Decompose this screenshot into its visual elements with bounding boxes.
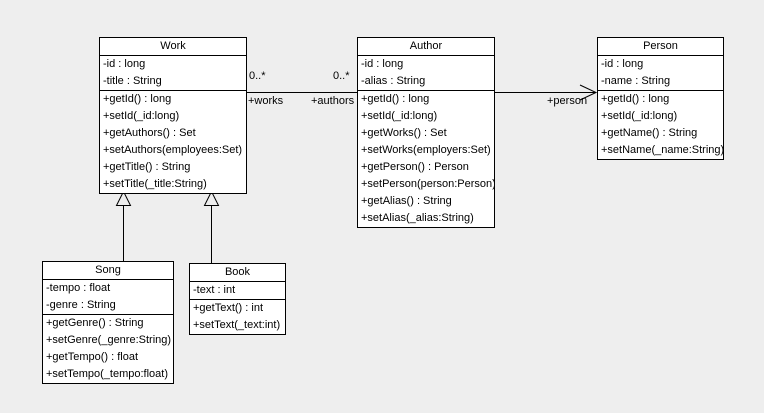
method: +getGenre() : String: [46, 317, 144, 329]
open-arrowhead-icon: [579, 84, 598, 101]
method: +getId() : long: [361, 93, 430, 105]
method: +getTitle() : String: [103, 161, 191, 173]
method: +getText() : int: [193, 302, 264, 314]
method: +getPerson() : Person: [361, 161, 469, 173]
multiplicity-label-author-end: 0..*: [333, 70, 350, 82]
class-book[interactable]: Book -text : int +getText() : int +setTe…: [189, 263, 286, 335]
method: +setTempo(_tempo:float): [46, 368, 168, 380]
class-book-methods: +getText() : int +setText(_text:int): [190, 300, 285, 334]
method: +setName(_name:String): [601, 144, 723, 156]
class-author-methods: +getId() : long +setId(_id:long) +getWor…: [358, 91, 494, 227]
class-book-attributes: -text : int: [190, 282, 285, 300]
class-person-attributes: -id : long -name : String: [598, 56, 723, 91]
method: +setGenre(_genre:String): [46, 334, 172, 346]
method: +getId() : long: [601, 93, 670, 105]
method: +setText(_text:int): [193, 319, 281, 331]
generalization-song-work[interactable]: [115, 190, 132, 262]
attribute: -title : String: [103, 75, 162, 87]
method: +getTempo() : float: [46, 351, 139, 363]
multiplicity-label-work-end: 0..*: [249, 70, 266, 82]
attribute: -id : long: [103, 58, 146, 70]
class-work[interactable]: Work -id : long -title : String +getId()…: [99, 37, 247, 194]
role-label-person: +person: [547, 95, 588, 107]
method: +getAlias() : String: [361, 195, 452, 207]
attribute: -alias : String: [361, 75, 426, 87]
attribute: -genre : String: [46, 299, 116, 311]
class-person-methods: +getId() : long +setId(_id:long) +getNam…: [598, 91, 723, 159]
method: +setPerson(person:Person): [361, 178, 494, 190]
class-song-title: Song: [43, 262, 173, 280]
method: +setAlias(_alias:String): [361, 212, 474, 224]
class-work-methods: +getId() : long +setId(_id:long) +getAut…: [100, 91, 246, 193]
method: +setId(_id:long): [103, 110, 180, 122]
method: +setId(_id:long): [601, 110, 678, 122]
method: +getName() : String: [601, 127, 698, 139]
class-person[interactable]: Person -id : long -name : String +getId(…: [597, 37, 724, 160]
class-person-title: Person: [598, 38, 723, 56]
method: +setWorks(employers:Set): [361, 144, 491, 156]
class-work-attributes: -id : long -title : String: [100, 56, 246, 91]
class-song[interactable]: Song -tempo : float -genre : String +get…: [42, 261, 174, 384]
method: +setTitle(_title:String): [103, 178, 207, 190]
attribute: -tempo : float: [46, 282, 111, 294]
association-author-person[interactable]: [495, 84, 598, 101]
class-song-attributes: -tempo : float -genre : String: [43, 280, 173, 315]
method: +getWorks() : Set: [361, 127, 447, 139]
attribute: -name : String: [601, 75, 671, 87]
class-author-attributes: -id : long -alias : String: [358, 56, 494, 91]
generalization-book-work[interactable]: [203, 190, 220, 264]
attribute: -text : int: [193, 284, 236, 296]
role-label-works: +works: [248, 95, 284, 107]
method: +setAuthors(employees:Set): [103, 144, 243, 156]
role-label-authors: +authors: [311, 95, 355, 107]
class-author[interactable]: Author -id : long -alias : String +getId…: [357, 37, 495, 228]
method: +getAuthors() : Set: [103, 127, 196, 139]
class-author-title: Author: [358, 38, 494, 56]
method: +getId() : long: [103, 93, 172, 105]
class-song-methods: +getGenre() : String +setGenre(_genre:St…: [43, 315, 173, 383]
method: +setId(_id:long): [361, 110, 438, 122]
class-work-title: Work: [100, 38, 246, 56]
attribute: -id : long: [601, 58, 644, 70]
attribute: -id : long: [361, 58, 404, 70]
class-book-title: Book: [190, 264, 285, 282]
